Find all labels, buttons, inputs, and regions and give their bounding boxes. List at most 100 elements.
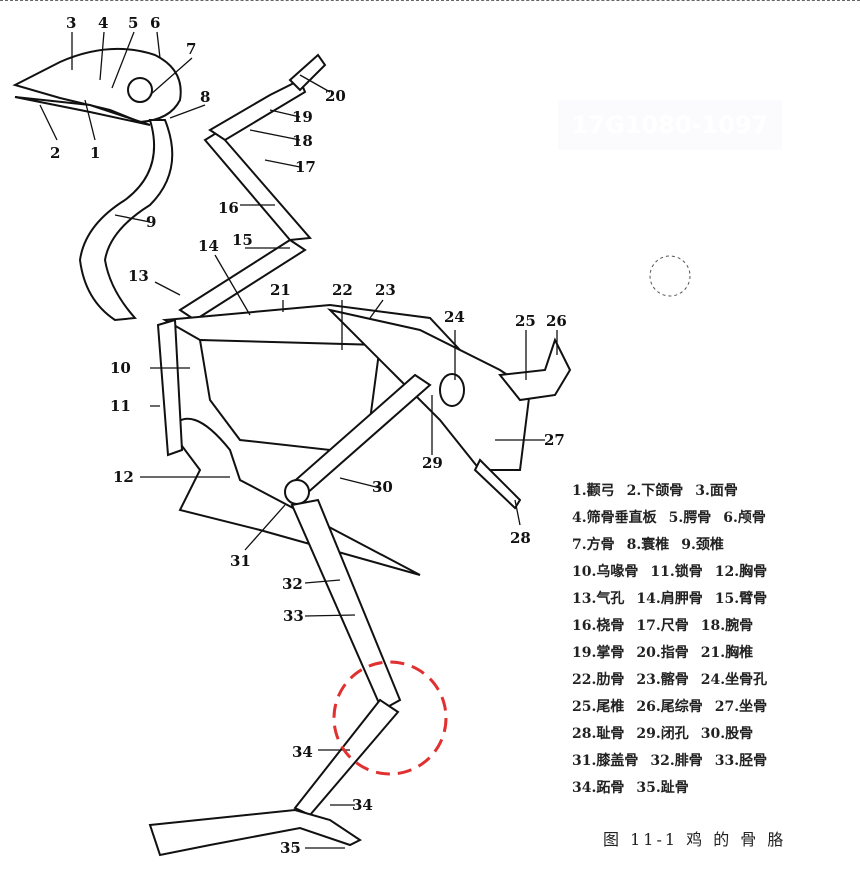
phalanges	[288, 53, 327, 92]
legend-item: 1.颧弓	[572, 483, 615, 499]
label-12: 12	[113, 468, 134, 486]
label-34-upper: 34	[292, 743, 313, 761]
label-8: 8	[200, 88, 210, 106]
label-7: 7	[186, 40, 196, 58]
label-4: 4	[98, 14, 108, 32]
label-24: 24	[444, 308, 465, 326]
label-17: 17	[295, 158, 316, 176]
label-26: 26	[546, 312, 567, 330]
legend-row: 10.乌喙骨 11.锁骨 12.胸骨	[572, 561, 842, 588]
legend: 1.颧弓 2.下颌骨 3.面骨 4.筛骨垂直板 5.腭骨 6.颅骨 7.方骨 8.寰椎 9.颈椎…	[572, 480, 842, 804]
label-2: 2	[50, 144, 60, 162]
label-23: 23	[375, 281, 396, 299]
legend-item: 11.锁骨	[650, 564, 703, 580]
tibia-fibula	[290, 498, 402, 712]
legend-item: 14.肩胛骨	[636, 591, 703, 607]
watermark: 17G1080-1097	[558, 100, 782, 150]
legend-item: 26.尾综骨	[636, 699, 703, 715]
legend-item: 7.方骨	[572, 537, 615, 553]
legend-item: 34.跖骨	[572, 780, 625, 796]
label-35: 35	[280, 839, 301, 857]
legend-item: 15.臂骨	[714, 591, 768, 607]
patella	[284, 479, 310, 505]
label-10: 10	[110, 359, 131, 377]
legend-item: 5.腭骨	[668, 510, 712, 526]
legend-item: 18.腕骨	[700, 618, 754, 634]
legend-item: 2.下颌骨	[626, 483, 684, 499]
cervical-vertebrae	[78, 119, 174, 322]
leader-lines	[39, 31, 558, 849]
legend-row: 34.跖骨 35.趾骨	[572, 777, 842, 804]
label-6: 6	[150, 14, 160, 32]
legend-item: 28.耻骨	[572, 726, 625, 742]
label-1: 1	[90, 144, 100, 162]
legend-item: 4.筛骨垂直板	[572, 510, 657, 526]
tail-pygostyle	[498, 337, 572, 402]
legend-item: 33.胫骨	[714, 753, 768, 769]
label-25: 25	[515, 312, 536, 330]
label-21: 21	[270, 281, 291, 299]
label-19: 19	[292, 108, 313, 126]
coracoid	[156, 318, 184, 457]
humerus	[178, 238, 307, 322]
label-33: 33	[283, 607, 304, 625]
ischiatic-foramen	[439, 373, 465, 407]
legend-item: 30.股骨	[700, 726, 754, 742]
legend-item: 23.髂骨	[636, 672, 689, 688]
legend-item: 20.指骨	[636, 645, 689, 661]
label-29: 29	[422, 454, 443, 472]
legend-row: 13.气孔 14.肩胛骨 15.臂骨	[572, 588, 842, 615]
label-13: 13	[128, 267, 149, 285]
legend-row: 25.尾椎 26.尾综骨 27.坐骨	[572, 696, 842, 723]
legend-item: 35.趾骨	[636, 780, 689, 796]
label-22: 22	[332, 281, 353, 299]
legend-item: 16.桡骨	[572, 618, 625, 634]
cursor-marker	[649, 255, 691, 297]
legend-item: 21.胸椎	[700, 645, 754, 661]
label-28: 28	[510, 529, 531, 547]
legend-item: 10.乌喙骨	[572, 564, 639, 580]
legend-item: 3.面骨	[695, 483, 738, 499]
top-dashed-border	[0, 0, 860, 1]
label-31: 31	[230, 552, 251, 570]
legend-item: 32.腓骨	[650, 753, 703, 769]
label-30: 30	[372, 478, 393, 496]
eye-orbit	[127, 77, 153, 103]
label-18: 18	[292, 132, 313, 150]
legend-item: 17.尺骨	[636, 618, 689, 634]
legend-row: 19.掌骨 20.指骨 21.胸椎	[572, 642, 842, 669]
legend-item: 12.胸骨	[714, 564, 768, 580]
legend-row: 31.膝盖骨 32.腓骨 33.胫骨	[572, 750, 842, 777]
legend-item: 9.颈椎	[681, 537, 724, 553]
legend-item: 31.膝盖骨	[572, 753, 639, 769]
part-labels: 3 4 5 6 7 8 2 1 20 19 18 17 16 9 15 14 1…	[50, 14, 567, 857]
figure-caption: 图 11-1 鸡 的 骨 胳	[603, 830, 787, 849]
pubis	[473, 458, 522, 510]
legend-item: 8.寰椎	[626, 537, 670, 553]
legend-item: 25.尾椎	[572, 699, 625, 715]
label-32: 32	[282, 575, 303, 593]
legend-item: 29.闭孔	[636, 726, 689, 742]
label-27: 27	[544, 431, 565, 449]
legend-item: 13.气孔	[572, 591, 625, 607]
label-15: 15	[232, 231, 253, 249]
lower-jaw	[14, 96, 151, 126]
legend-row: 16.桡骨 17.尺骨 18.腕骨	[572, 615, 842, 642]
label-14: 14	[198, 237, 219, 255]
label-5: 5	[128, 14, 138, 32]
legend-item: 27.坐骨	[714, 699, 768, 715]
legend-item: 24.坐骨孔	[700, 672, 768, 688]
legend-item: 6.颅骨	[723, 510, 766, 526]
label-9: 9	[146, 213, 156, 231]
legend-item: 19.掌骨	[572, 645, 625, 661]
highlight-circle	[332, 660, 448, 776]
label-3: 3	[66, 14, 76, 32]
legend-row: 28.耻骨 29.闭孔 30.股骨	[572, 723, 842, 750]
legend-row: 4.筛骨垂直板 5.腭骨 6.颅骨	[572, 507, 842, 534]
toes	[148, 808, 362, 857]
label-34-lower: 34	[352, 796, 373, 814]
label-11: 11	[110, 397, 131, 415]
legend-row: 1.颧弓 2.下颌骨 3.面骨	[572, 480, 842, 507]
